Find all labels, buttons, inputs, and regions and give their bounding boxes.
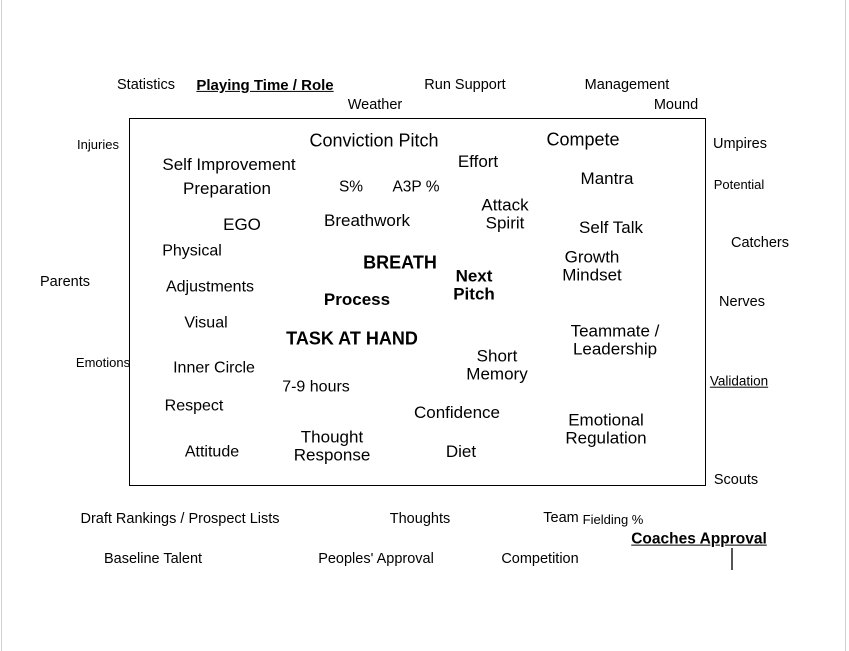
outside-label-baseline-talent: Baseline Talent — [103, 551, 203, 568]
outside-label-validation: Validation — [709, 373, 769, 389]
outside-label-umpires: Umpires — [713, 136, 767, 153]
control-word-diet: Diet — [445, 441, 477, 461]
in-your-control-box — [129, 118, 706, 486]
control-word-self-improvement: Self Improvement — [162, 154, 296, 174]
control-word-mantra: Mantra — [580, 168, 634, 188]
outside-label-emotions: Emotions — [75, 354, 131, 370]
text-cursor-caret[interactable] — [731, 548, 733, 570]
control-word-self-talk: Self Talk — [579, 217, 643, 237]
control-word-process: Process — [323, 289, 391, 309]
outside-label-mound: Mound — [653, 97, 699, 114]
outside-label-playing-time-role: Playing Time / Role — [196, 76, 334, 94]
control-word-effort: Effort — [457, 151, 499, 171]
control-word-7-9-hours: 7-9 hours — [282, 378, 350, 396]
outside-label-statistics: Statistics — [116, 77, 176, 94]
control-word-a3p: A3P % — [392, 178, 440, 196]
outside-label-management: Management — [584, 77, 670, 94]
control-word-inner-circle: Inner Circle — [173, 359, 255, 377]
outside-label-team: Team — [543, 510, 579, 527]
control-word-physical: Physical — [162, 242, 222, 260]
control-word-breathwork: Breathwork — [324, 210, 410, 230]
outside-label-thoughts: Thoughts — [389, 511, 451, 528]
control-word-confidence: Confidence — [413, 402, 501, 422]
outside-label-parents: Parents — [40, 274, 90, 291]
control-word-conviction-pitch: Conviction Pitch — [309, 130, 439, 151]
outside-label-potential: Potential — [713, 176, 765, 192]
control-word-teammate-leadership: Teammate /Leadership — [570, 321, 660, 359]
control-word-attitude: Attitude — [184, 443, 240, 461]
control-word-breath: BREATH — [363, 252, 437, 273]
control-word-s: S% — [338, 178, 364, 196]
control-word-respect: Respect — [164, 397, 224, 415]
outside-label-peoples-approval: Peoples' Approval — [318, 551, 434, 568]
control-word-ego: EGO — [223, 214, 261, 234]
outside-label-nerves: Nerves — [719, 294, 765, 311]
outside-label-run-support: Run Support — [424, 77, 506, 94]
outside-label-fielding: Fielding % — [582, 511, 644, 527]
page-left-edge-rule — [1, 0, 2, 651]
control-word-adjustments: Adjustments — [165, 278, 255, 296]
outside-label-catchers: Catchers — [730, 235, 790, 252]
outside-label-coaches-approval: Coaches Approval — [631, 530, 767, 548]
outside-label-injuries: Injuries — [77, 136, 119, 152]
control-word-preparation: Preparation — [183, 178, 271, 198]
page-right-edge-rule — [845, 0, 846, 651]
control-word-visual: Visual — [184, 314, 228, 332]
outside-label-competition: Competition — [501, 551, 579, 568]
outside-label-scouts: Scouts — [713, 472, 759, 489]
outside-label-weather: Weather — [347, 97, 403, 114]
control-word-task-at-hand: TASK AT HAND — [286, 328, 418, 349]
outside-label-draft-rankings-prospect-lists: Draft Rankings / Prospect Lists — [80, 511, 280, 528]
control-word-compete: Compete — [546, 129, 620, 150]
